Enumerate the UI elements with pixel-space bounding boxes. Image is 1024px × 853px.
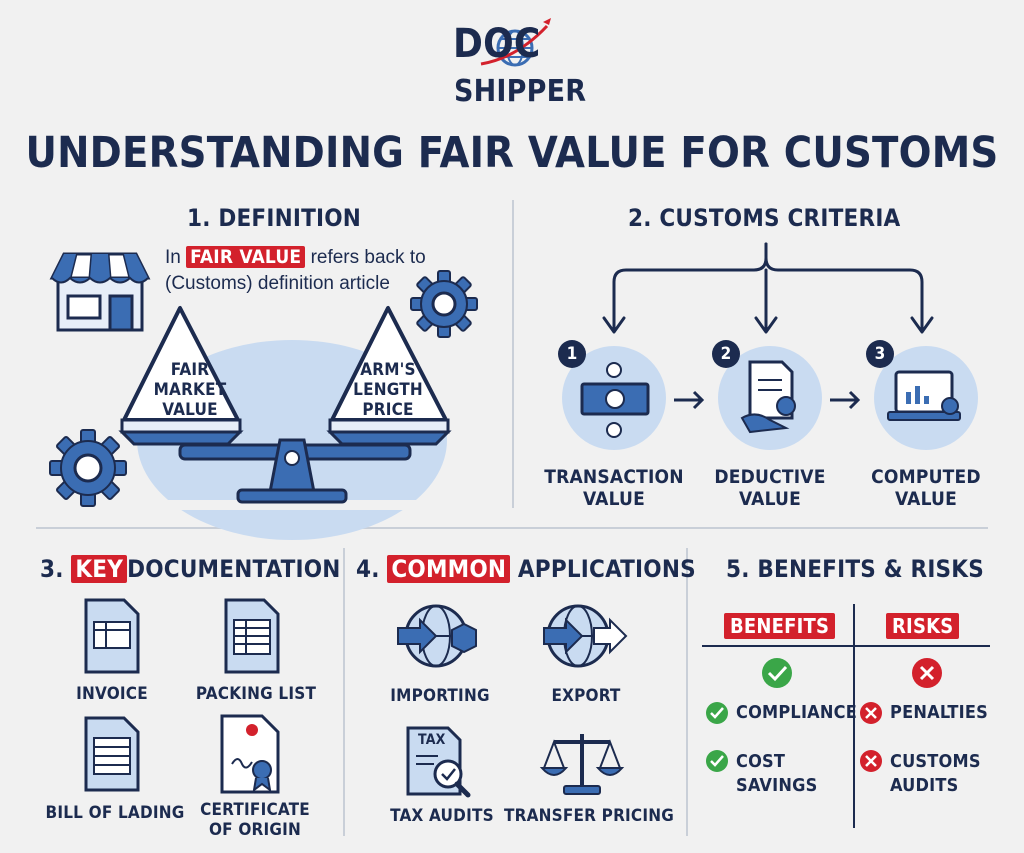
logo-line2: SHIPPER	[454, 74, 587, 109]
benefits-risks-hline	[702, 645, 990, 647]
criteria-label-line2: VALUE	[895, 488, 957, 510]
arms-length-price-label: ARM'S LENGTH PRICE	[338, 360, 438, 420]
fair-market-value-label: FAIR MARKET VALUE	[140, 360, 240, 420]
divider-bottom-right	[686, 548, 688, 836]
criteria-number-badge: 1	[566, 344, 578, 364]
applications-heading-pre: 4.	[356, 555, 380, 583]
application-label: TAX AUDITS	[390, 806, 494, 826]
application-label: TRANSFER PRICING	[504, 806, 674, 826]
benefit-item: COMPLIANCE	[736, 702, 858, 723]
globe-plane-icon	[480, 18, 551, 67]
definition-text: In FAIR VALUE refers back to (Customs) d…	[165, 244, 426, 297]
criteria-label-line2: VALUE	[583, 488, 645, 510]
documentation-heading-post: DOCUMENTATION	[127, 555, 341, 583]
balance-scale-illustration	[118, 306, 452, 540]
application-icons-row1	[397, 604, 628, 668]
fair-value-highlight: FAIR VALUE	[186, 246, 306, 268]
criteria-heading: 2. CUSTOMS CRITERIA	[628, 204, 901, 232]
benefit-item-line1: COST	[736, 751, 786, 772]
benefits-risks-heading: 5. BENEFITS & RISKS	[726, 555, 984, 583]
left-pan-line: MARKET	[153, 380, 227, 400]
divider-top	[512, 200, 514, 508]
doc-label: BILL OF LADING	[45, 803, 185, 823]
right-pan-line: PRICE	[362, 400, 414, 420]
benefits-risks-vline	[853, 604, 855, 828]
left-pan-line: VALUE	[162, 400, 218, 420]
docshipper-logo: DOC SHIPPER	[447, 18, 586, 113]
risk-item-line2: AUDITS	[890, 775, 959, 796]
applications-heading: 4. COMMON APPLICATIONS	[356, 554, 696, 584]
divider-middle	[36, 527, 988, 529]
criteria-number-badge: 3	[874, 344, 886, 364]
doc-label: CERTIFICATE OF ORIGIN	[190, 800, 320, 840]
documentation-heading-pre: 3.	[40, 555, 64, 583]
right-pan-line: ARM'S	[360, 360, 416, 380]
document-icons-row2	[84, 714, 280, 794]
definition-heading: 1. DEFINITION	[187, 204, 362, 232]
left-pan-line: FAIR	[170, 360, 210, 380]
risk-item-line1: CUSTOMS	[890, 751, 981, 772]
key-highlight: KEY	[71, 555, 128, 583]
document-icons-row1	[84, 598, 280, 674]
definition-text-line2: (Customs) definition article	[165, 273, 390, 294]
storefront-icon	[49, 252, 151, 332]
criteria-label: COMPUTED VALUE	[846, 466, 1006, 510]
criteria-label: TRANSACTION VALUE	[534, 466, 694, 510]
doc-label-line2: OF ORIGIN	[208, 820, 302, 840]
doc-label: PACKING LIST	[195, 684, 317, 704]
criteria-label-line1: DEDUCTIVE	[714, 466, 826, 488]
criteria-icons	[558, 340, 978, 450]
risks-label: RISKS	[886, 613, 960, 639]
criteria-number-badge: 2	[720, 344, 732, 364]
risk-item: PENALTIES	[890, 702, 988, 723]
definition-text-post: refers back to	[310, 247, 426, 268]
doc-label-line1: CERTIFICATE	[200, 800, 310, 820]
risk-item: CUSTOMS AUDITS	[890, 750, 981, 798]
application-label: IMPORTING	[390, 686, 490, 706]
application-icons-row2	[406, 726, 625, 798]
logo-line1: DOC	[453, 21, 541, 67]
criteria-label-line1: TRANSACTION	[544, 466, 684, 488]
applications-heading-post: APPLICATIONS	[517, 555, 696, 583]
page-title: UNDERSTANDING FAIR VALUE FOR CUSTOMS	[25, 128, 999, 178]
definition-text-pre: In	[165, 247, 181, 268]
divider-bottom-left	[343, 548, 345, 836]
criteria-label: DEDUCTIVE VALUE	[690, 466, 850, 510]
common-highlight: COMMON	[387, 555, 511, 583]
criteria-label-line2: VALUE	[739, 488, 801, 510]
gear-icon	[410, 270, 478, 338]
benefit-item: COST SAVINGS	[736, 750, 817, 798]
benefit-risk-icons	[706, 658, 942, 772]
tax-icon-text: TAX	[418, 732, 446, 748]
branching-arrows	[602, 242, 934, 334]
right-pan-line: LENGTH	[353, 380, 423, 400]
application-label: EXPORT	[551, 686, 621, 706]
criteria-label-line1: COMPUTED	[871, 466, 981, 488]
gear-icon	[49, 429, 127, 507]
benefit-item-line2: SAVINGS	[736, 775, 818, 796]
benefits-label: BENEFITS	[724, 613, 836, 639]
doc-label: INVOICE	[76, 684, 148, 704]
